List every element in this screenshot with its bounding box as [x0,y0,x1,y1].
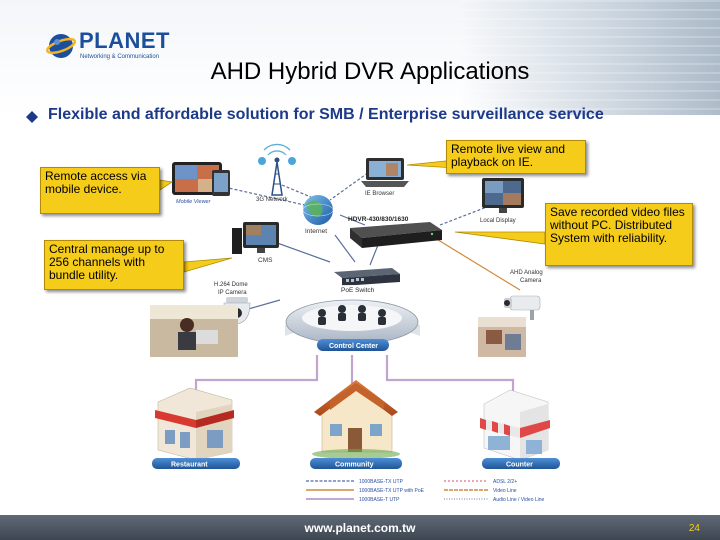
slide-subtitle: Flexible and affordable solution for SMB… [48,106,604,123]
bullet-icon [26,111,38,123]
cms-label: CMS [258,257,273,264]
line-type-legend: 1000BASE-TX UTP 1000BASE-TX UTP with PoE… [306,479,545,503]
callout-save-recordings: Save recorded video files without PC. Di… [545,203,693,266]
callout-pointers [159,159,546,273]
dvr-model-label: HDVR-430/830/1630 [348,216,409,223]
community-house-icon: Community [310,380,402,469]
local-display-icon: Local Display [480,178,524,224]
laptop-icon: IE Browser [361,158,409,197]
ie-browser-label: IE Browser [365,191,394,197]
counter-shop-icon: Counter [480,389,560,469]
callout-pointer-save [454,231,546,245]
planet-logo: PLANET Networking & Communication [46,28,170,68]
poe-switch-icon: PoE Switch [334,268,400,295]
3g-tower-icon: 3G Network [256,143,296,203]
slide-title: AHD Hybrid DVR Applications [210,58,530,85]
server-rack-background [460,0,720,115]
poe-switch-label: PoE Switch [341,287,375,294]
page-number: 24 [688,523,700,534]
legend-label-5: Audio Line / Video Line [493,497,545,503]
operator-figures [318,305,386,325]
office-photo [150,305,238,357]
legend-label-2: 1000BASE-T UTP [359,497,400,503]
callout-pointer-central [183,257,233,273]
ip-camera-label-line2: IP Camera [218,290,247,296]
legend-label-4: Video Line [493,488,517,494]
counter-label: Counter [506,462,533,469]
legend-label-3: ADSL 2/2+ [493,479,517,485]
logo-tagline: Networking & Communication [80,54,160,60]
ahd-camera-label-line2: Camera [520,278,542,284]
mobile-viewer-label: Mobile Viewer [176,199,212,205]
callout-central-manage: Central manage up to 256 channels with b… [44,240,184,290]
local-display-label: Local Display [480,218,516,224]
cms-workstation-icon: CMS [232,222,279,264]
footer-bar: www.planet.com.tw 24 [0,515,720,540]
internet-globe-icon: Internet [302,195,334,235]
control-center-hub: PoE Switch Control Center [285,268,420,351]
ahd-analog-camera-icon: AHD Analog Camera [504,270,543,320]
ahd-camera-label-line1: AHD Analog [510,270,543,276]
restaurant-building-icon: Restaurant [152,387,240,469]
internet-label: Internet [305,228,327,235]
counter-photo [478,317,526,357]
ip-camera-label-line1: H.264 Dome [214,282,248,288]
3g-network-label: 3G Network [256,197,289,203]
site-links [194,355,515,392]
globe-icon [46,34,76,58]
callout-mobile-access: Remote access via mobile device. [40,167,160,214]
callout-remote-live-view: Remote live view and playback on IE. [446,140,586,174]
community-label: Community [335,462,374,469]
logo-wordmark: PLANET [79,28,170,53]
footer-url: www.planet.com.tw [304,521,416,535]
control-center-label: Control Center [329,343,378,350]
legend-label-0: 1000BASE-TX UTP [359,479,404,485]
legend-label-1: 1000BASE-TX UTP with PoE [359,488,425,494]
dvr-recorder-icon: HDVR-430/830/1630 [348,216,442,248]
restaurant-label: Restaurant [171,462,208,469]
callout-pointer-mobile [159,179,174,191]
mobile-viewer-devices: Mobile Viewer [172,162,230,205]
